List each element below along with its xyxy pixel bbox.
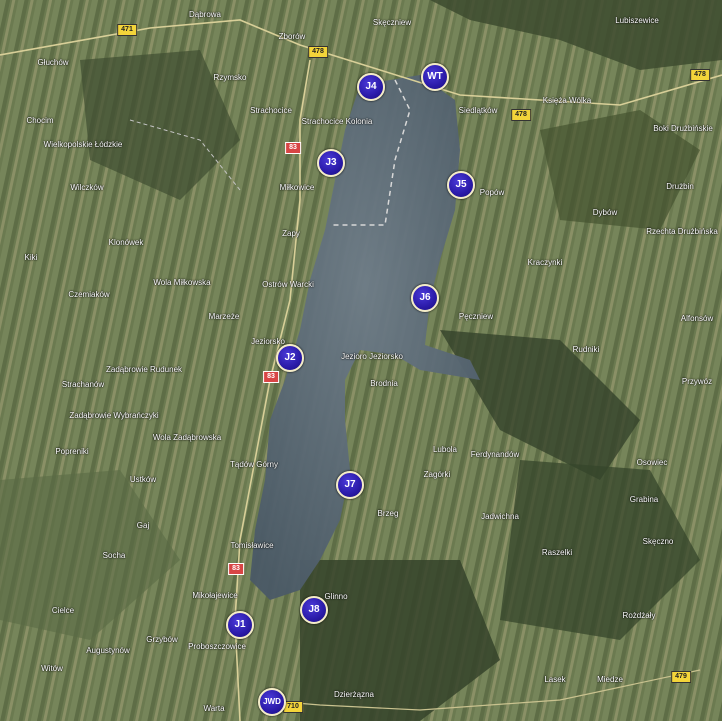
place-label-rzechta: Rzechta Drużbińska <box>646 227 718 236</box>
place-label-wilow: Witów <box>41 664 63 673</box>
place-label-jadwichna: Jadwichna <box>481 512 519 521</box>
place-label-grabina: Grabina <box>629 495 659 504</box>
road-badge-83: 83 <box>263 371 279 383</box>
place-label-milkowice: Miłkowice <box>279 183 315 192</box>
place-label-pecznew: Pęczniew <box>458 312 494 321</box>
place-label-augustynow: Augustynów <box>86 646 130 655</box>
place-label-brzeg: Brzeg <box>377 509 399 518</box>
place-label-kraczynki: Kraczynki <box>527 258 563 267</box>
place-label-popow: Popów <box>479 188 505 197</box>
place-label-lubola: Lubola <box>432 445 458 454</box>
place-label-jeziorsko: Jeziorsko <box>251 337 285 346</box>
place-label-grzyb: Grzybów <box>146 635 178 644</box>
place-label-strachocice: Strachocice <box>250 106 292 115</box>
place-label-ksieza_wolka: Księża Wólka <box>542 96 592 105</box>
lake-jeziorsko <box>250 75 480 600</box>
place-label-zborow: Zborów <box>278 32 306 41</box>
station-marker-j7[interactable]: J7 <box>336 471 364 499</box>
station-marker-j4[interactable]: J4 <box>357 73 385 101</box>
place-label-czemiakow: Czemiaków <box>68 290 110 299</box>
place-label-lasek: Lasek <box>544 675 566 684</box>
place-label-rudniki: Rudniki <box>572 345 600 354</box>
place-label-socha: Socha <box>102 551 126 560</box>
road-badge-83: 83 <box>228 563 244 575</box>
place-label-tomislawice: Tomisławice <box>230 541 274 550</box>
place-label-jezioro: Jezioro Jeziorsko <box>341 352 403 361</box>
place-label-wola_zadabrowska: Wola Zadąbrowska <box>152 433 222 442</box>
place-label-probostwo: Proboszczowice <box>188 642 246 651</box>
station-marker-j5[interactable]: J5 <box>447 171 475 199</box>
place-label-popreniki: Popreniki <box>55 447 89 456</box>
place-label-glinno: Glinno <box>324 592 348 601</box>
place-label-siedlatkow: Siedlątków <box>458 106 498 115</box>
place-label-gluchow: Głuchów <box>37 58 69 67</box>
place-label-wielkopolskie: Wielkopolskie Łódzkie <box>43 140 123 149</box>
place-label-zadabrowie_rudunek: Zadąbrowie Rudunek <box>105 365 183 374</box>
place-label-zadabrowie_wybr: Zadąbrowie Wybrańczyki <box>69 411 159 420</box>
station-marker-j1[interactable]: J1 <box>226 611 254 639</box>
road-badge-710: 710 <box>283 701 303 713</box>
station-marker-j2[interactable]: J2 <box>276 344 304 372</box>
place-label-lubiszewice: Lubiszewice <box>615 16 659 25</box>
place-label-dzierzazna: Dzierżązna <box>333 690 375 699</box>
place-label-skeczno: Skęczno <box>642 537 674 546</box>
place-label-druzbin: Drużbin <box>666 182 694 191</box>
place-label-brodnia: Brodnia <box>370 379 398 388</box>
place-label-wola_mikowska: Wola Miłkowska <box>153 278 211 287</box>
place-label-klonowek: Klonówek <box>108 238 144 247</box>
place-label-przywoz: Przywóz <box>681 377 713 386</box>
place-label-zapy: Zapy <box>282 229 300 238</box>
place-label-miedze: Miedze <box>597 675 623 684</box>
place-label-zagorki: Zagórki <box>423 470 451 479</box>
station-marker-jwd[interactable]: JWD <box>258 688 286 716</box>
place-label-tadow: Tądów Górny <box>229 460 279 469</box>
place-label-dybow: Dybów <box>592 208 618 217</box>
place-label-osowiec: Osowiec <box>636 458 668 467</box>
place-label-warta: Warta <box>203 704 225 713</box>
place-label-strachanow: Strachanów <box>61 380 105 389</box>
place-label-kiki: Kiki <box>24 253 38 262</box>
place-label-boki: Boki Drużbińskie <box>653 124 713 133</box>
road-badge-478: 478 <box>308 46 328 58</box>
station-marker-j8[interactable]: J8 <box>300 596 328 624</box>
place-label-skeczniew: Skęczniew <box>372 18 412 27</box>
place-label-dabrowa: Dąbrowa <box>188 10 222 19</box>
station-marker-j3[interactable]: J3 <box>317 149 345 177</box>
place-label-mikolajewice: Mikołajewice <box>192 591 238 600</box>
place-label-rozdzaly: Rożdżały <box>622 611 656 620</box>
road-badge-478: 478 <box>690 69 710 81</box>
place-label-rzymsko: Rzymsko <box>213 73 247 82</box>
place-label-strachocice_kolonia: Strachocice Kolonia <box>301 117 373 126</box>
place-label-alfonsow: Alfonsów <box>680 314 714 323</box>
place-label-gaj: Gaj <box>136 521 150 530</box>
road-badge-83: 83 <box>285 142 301 154</box>
place-label-chocim: Chocim <box>26 116 54 125</box>
place-label-ferdynandow: Ferdynandów <box>470 450 520 459</box>
road-badge-479: 479 <box>671 671 691 683</box>
station-marker-j6[interactable]: J6 <box>411 284 439 312</box>
place-label-raszelki: Raszelki <box>541 548 573 557</box>
road-badge-478: 478 <box>511 109 531 121</box>
station-marker-wt[interactable]: WT <box>421 63 449 91</box>
place-label-ostrow_warcki: Ostrów Warcki <box>262 280 314 289</box>
place-label-marzeze: Marzeże <box>208 312 240 321</box>
road-badge-471: 471 <box>117 24 137 36</box>
place-label-cielce: Cielce <box>51 606 75 615</box>
place-label-ustkow: Ustków <box>129 475 157 484</box>
place-label-wilczkow: Wilczków <box>70 183 104 192</box>
